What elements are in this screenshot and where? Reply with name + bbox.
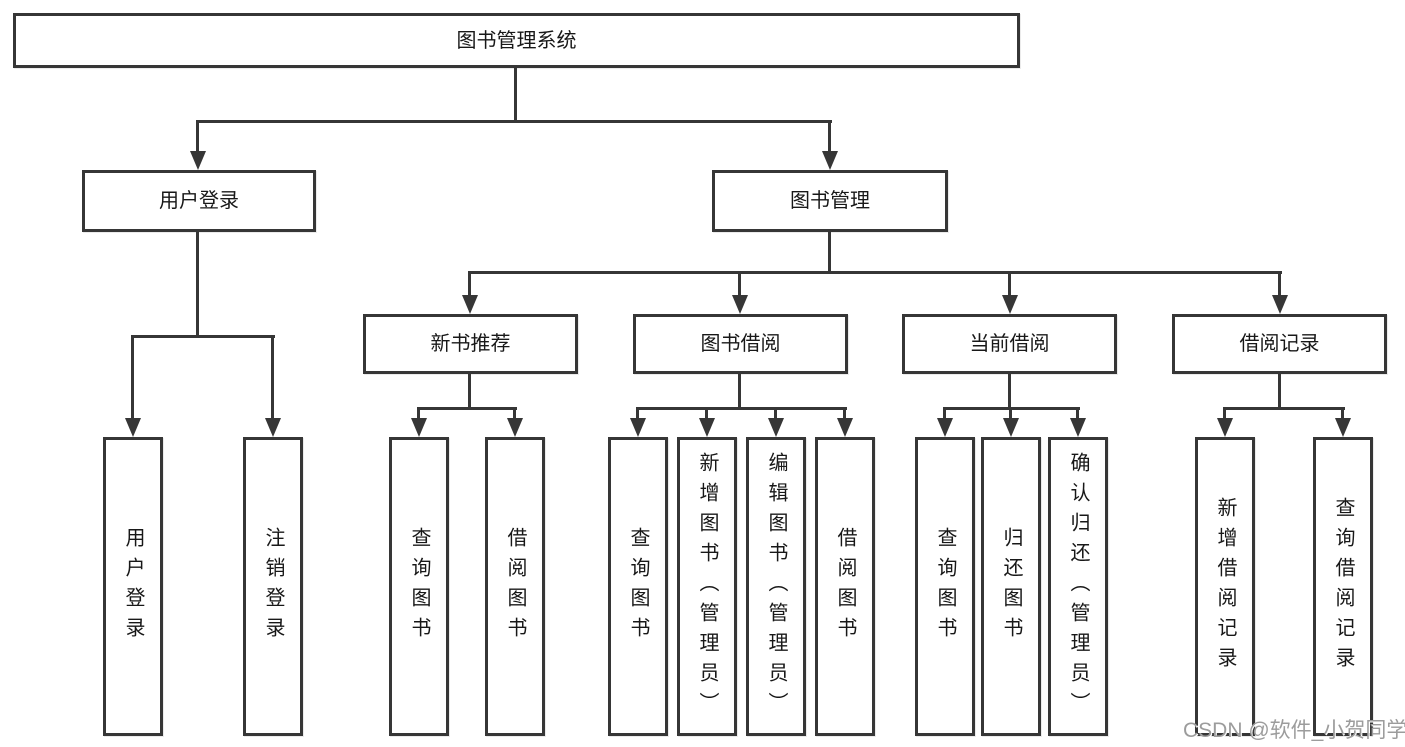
- node-new-book-recommend: 新书推荐: [363, 314, 578, 374]
- leaf-bb-edit-book-admin: 编辑图书（管理员）: [746, 437, 806, 736]
- leaf-logout-label: 注销登录: [262, 526, 284, 647]
- connector-line: [828, 232, 831, 274]
- node-borrow-records-label: 借阅记录: [1239, 333, 1320, 355]
- leaf-nbr-borrow-book-label: 借阅图书: [504, 526, 526, 647]
- arrowhead-down-icon: [190, 151, 206, 170]
- leaf-user-login: 用户登录: [103, 437, 163, 736]
- connector-line: [1009, 407, 1012, 420]
- arrowhead-down-icon: [732, 295, 748, 314]
- connector-line: [1278, 271, 1281, 297]
- arrowhead-down-icon: [937, 418, 953, 437]
- connector-line: [131, 335, 134, 420]
- arrowhead-down-icon: [1335, 418, 1351, 437]
- connector-line: [1223, 407, 1345, 410]
- connector-line: [705, 407, 708, 420]
- connector-line: [774, 407, 777, 420]
- connector-line: [417, 407, 420, 420]
- connector-line: [636, 407, 847, 410]
- arrowhead-down-icon: [1003, 418, 1019, 437]
- leaf-nbr-query-book-label: 查询图书: [408, 526, 430, 647]
- leaf-user-login-label: 用户登录: [122, 526, 144, 647]
- leaf-bb-add-book-admin-label: 新增图书（管理员）: [696, 451, 718, 722]
- connector-line: [196, 120, 199, 153]
- connector-line: [513, 407, 516, 420]
- arrowhead-down-icon: [1272, 295, 1288, 314]
- leaf-br-query-record-label: 查询借阅记录: [1332, 496, 1354, 677]
- connector-line: [514, 68, 517, 121]
- connector-line: [738, 271, 741, 297]
- node-borrow-records: 借阅记录: [1172, 314, 1387, 374]
- leaf-bb-borrow-book: 借阅图书: [815, 437, 875, 736]
- leaf-bb-add-book-admin: 新增图书（管理员）: [677, 437, 737, 736]
- leaf-cb-confirm-return-admin: 确认归还（管理员）: [1048, 437, 1108, 736]
- connector-line: [1341, 407, 1344, 420]
- connector-line: [196, 120, 832, 123]
- leaf-cb-return-book: 归还图书: [981, 437, 1041, 736]
- leaf-cb-return-book-label: 归还图书: [1000, 526, 1022, 647]
- watermark: CSDN @软件_小贺同学: [1183, 719, 1405, 742]
- node-book-borrow: 图书借阅: [633, 314, 848, 374]
- arrowhead-down-icon: [822, 151, 838, 170]
- leaf-cb-query-book-label: 查询图书: [934, 526, 956, 647]
- leaf-logout: 注销登录: [243, 437, 303, 736]
- connector-line: [271, 335, 274, 420]
- node-library-system: 图书管理系统: [13, 13, 1020, 68]
- arrowhead-down-icon: [630, 418, 646, 437]
- connector-line: [196, 232, 199, 338]
- connector-line: [1223, 407, 1226, 420]
- arrowhead-down-icon: [837, 418, 853, 437]
- arrowhead-down-icon: [768, 418, 784, 437]
- arrowhead-down-icon: [507, 418, 523, 437]
- connector-line: [828, 120, 831, 153]
- connector-line: [468, 271, 471, 297]
- connector-line: [131, 335, 275, 338]
- leaf-bb-edit-book-admin-label: 编辑图书（管理员）: [765, 451, 787, 722]
- arrowhead-down-icon: [462, 295, 478, 314]
- leaf-br-add-record: 新增借阅记录: [1195, 437, 1255, 736]
- connector-line: [417, 407, 517, 410]
- arrowhead-down-icon: [699, 418, 715, 437]
- arrowhead-down-icon: [265, 418, 281, 437]
- leaf-bb-query-book: 查询图书: [608, 437, 668, 736]
- node-library-system-label: 图书管理系统: [456, 29, 577, 52]
- arrowhead-down-icon: [1070, 418, 1086, 437]
- arrowhead-down-icon: [1002, 295, 1018, 314]
- connector-line: [468, 374, 471, 410]
- connector-line: [843, 407, 846, 420]
- node-book-management-label: 图书管理: [790, 190, 870, 212]
- leaf-br-add-record-label: 新增借阅记录: [1214, 496, 1236, 677]
- leaf-bb-query-book-label: 查询图书: [627, 526, 649, 647]
- node-current-borrow-label: 当前借阅: [969, 333, 1050, 355]
- leaf-cb-query-book: 查询图书: [915, 437, 975, 736]
- node-new-book-recommend-label: 新书推荐: [430, 333, 511, 355]
- connector-line: [636, 407, 639, 420]
- node-book-management: 图书管理: [712, 170, 948, 232]
- arrowhead-down-icon: [125, 418, 141, 437]
- arrowhead-down-icon: [411, 418, 427, 437]
- connector-line: [943, 407, 946, 420]
- node-current-borrow: 当前借阅: [902, 314, 1117, 374]
- leaf-bb-borrow-book-label: 借阅图书: [834, 526, 856, 647]
- node-book-borrow-label: 图书借阅: [700, 333, 781, 355]
- leaf-cb-confirm-return-admin-label: 确认归还（管理员）: [1067, 451, 1089, 722]
- node-user-login: 用户登录: [82, 170, 316, 232]
- node-user-login-label: 用户登录: [159, 190, 239, 212]
- connector-line: [1008, 271, 1011, 297]
- leaf-br-query-record: 查询借阅记录: [1313, 437, 1373, 736]
- leaf-nbr-borrow-book: 借阅图书: [485, 437, 545, 736]
- arrowhead-down-icon: [1217, 418, 1233, 437]
- connector-line: [1008, 374, 1011, 410]
- leaf-nbr-query-book: 查询图书: [389, 437, 449, 736]
- connector-line: [1278, 374, 1281, 410]
- connector-line: [468, 271, 1282, 274]
- connector-line: [1076, 407, 1079, 420]
- connector-line: [738, 374, 741, 410]
